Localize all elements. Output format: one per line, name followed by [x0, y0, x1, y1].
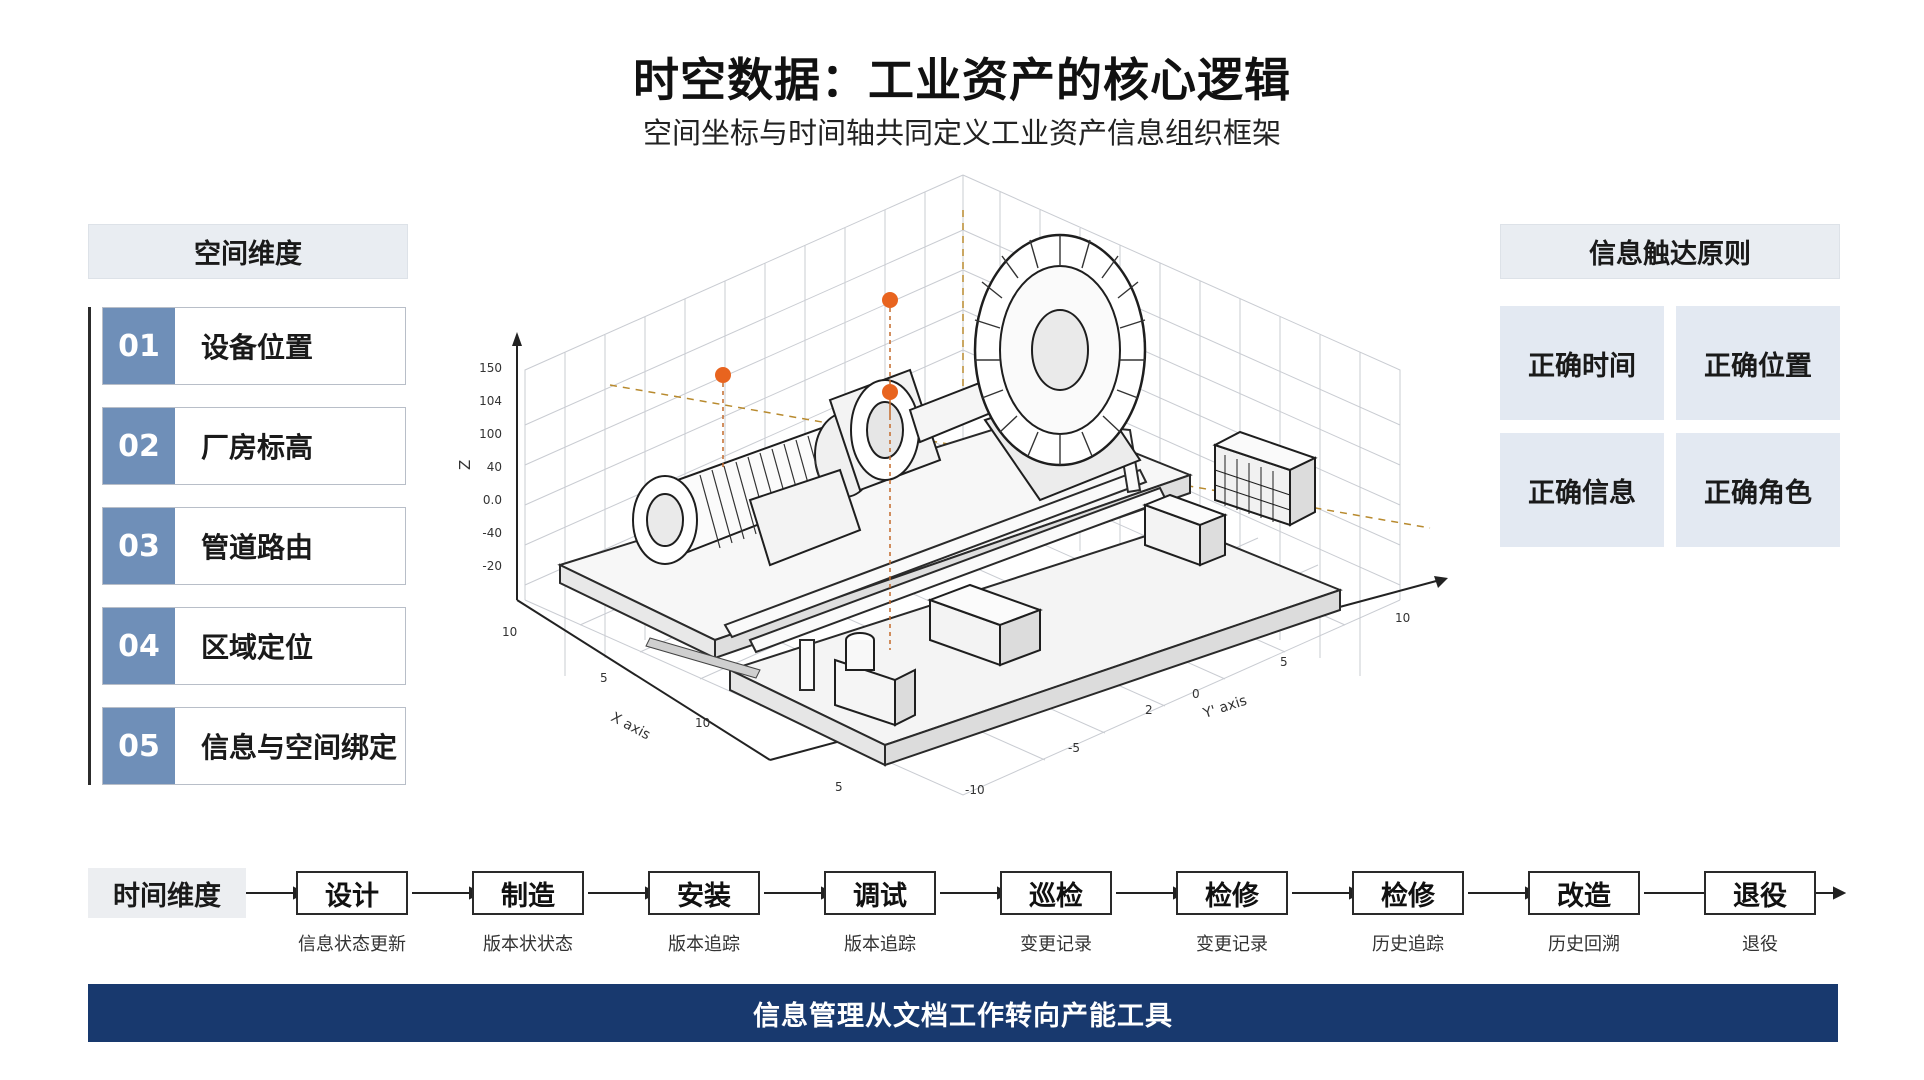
- location-marker-icon: [882, 292, 898, 308]
- equipment-box: [927, 583, 1043, 667]
- control-cabinet: [1212, 430, 1318, 527]
- space-item-plant-elevation: 02 厂房标高: [102, 407, 406, 485]
- space-item-label: 管道路由: [201, 531, 314, 564]
- page-title: 时空数据：工业资产的核心逻辑: [633, 53, 1291, 107]
- x-axis-label: X axis: [608, 709, 653, 743]
- stage-inspection-note: 变更记录: [1020, 934, 1092, 955]
- space-item-pipe-routing: 03 管道路由: [102, 507, 406, 585]
- y-axis-arrow: [1434, 576, 1448, 588]
- x-tick: 10: [695, 716, 710, 730]
- principle-right-information: 正确信息: [1500, 433, 1664, 547]
- space-item-number: 04: [103, 608, 175, 684]
- stage-retrofit: 改造: [1528, 871, 1640, 915]
- space-item-label: 设备位置: [201, 331, 314, 364]
- z-tick: 100: [479, 427, 502, 441]
- space-item-number: 01: [103, 308, 175, 384]
- space-item-info-space-binding: 05 信息与空间绑定: [102, 707, 406, 785]
- x-tick: 5: [600, 671, 608, 685]
- space-item-label: 区域定位: [201, 631, 314, 664]
- junction-box: [1142, 493, 1228, 567]
- location-marker-icon: [715, 367, 731, 383]
- stage-manufacture-note: 版本状状态: [483, 934, 573, 955]
- stage-design-note: 信息状态更新: [298, 934, 406, 955]
- info-principles-header: 信息触达原则: [1500, 224, 1840, 279]
- gearbox: [748, 368, 942, 567]
- space-item-zone-positioning: 04 区域定位: [102, 607, 406, 685]
- z-tick: 40: [487, 460, 502, 474]
- z-tick: 104: [479, 394, 502, 408]
- z-tick: -40: [482, 526, 502, 540]
- stage-design: 设计: [296, 871, 408, 915]
- space-item-equipment-location: 01 设备位置: [102, 307, 406, 385]
- space-item-label: 信息与空间绑定: [201, 731, 398, 764]
- drum-windings: [699, 435, 829, 549]
- footer-banner: 信息管理从文档工作转向产能工具: [88, 984, 1838, 1042]
- y-tick: 2: [1145, 703, 1153, 717]
- pump-hut: [834, 632, 916, 727]
- stage-install-note: 版本追踪: [668, 934, 740, 955]
- stage-manufacture: 制造: [472, 871, 584, 915]
- stage-retirement: 退役: [1704, 871, 1816, 915]
- y-tick: -10: [965, 783, 985, 797]
- y-tick: 5: [1280, 655, 1288, 669]
- principle-right-location: 正确位置: [1676, 306, 1840, 420]
- space-item-number: 02: [103, 408, 175, 484]
- isometric-equipment-diagram: Z X axis Y' axis 150 104 100 40 0.0 -40 …: [456, 174, 1448, 797]
- space-item-label: 厂房标高: [201, 431, 314, 464]
- y-tick: -5: [1068, 741, 1080, 755]
- y-tick: 10: [1395, 611, 1410, 625]
- skid-rail: [645, 637, 761, 679]
- space-item-number: 05: [103, 708, 175, 784]
- stage-retrofit-note: 历史回溯: [1548, 934, 1620, 955]
- page-subtitle: 空间坐标与时间轴共同定义工业资产信息组织框架: [642, 116, 1281, 150]
- z-tick: 0.0: [483, 493, 502, 507]
- space-item-number: 03: [103, 508, 175, 584]
- stage-maintenance-2-note: 历史追踪: [1372, 934, 1444, 955]
- x-tick: 10: [502, 625, 517, 639]
- z-axis-label: Z: [456, 460, 474, 470]
- z-axis-arrow: [512, 332, 522, 346]
- stage-retirement-note: 退役: [1742, 934, 1778, 955]
- x-tick: 5: [835, 780, 843, 794]
- space-dimension-rail: [88, 307, 91, 785]
- principle-right-role: 正确角色: [1676, 433, 1840, 547]
- stage-inspection: 巡检: [1000, 871, 1112, 915]
- turbine-wheel: [973, 233, 1147, 502]
- time-dimension-label: 时间维度: [88, 868, 246, 918]
- y-tick: 0: [1192, 687, 1200, 701]
- stage-commission: 调试: [824, 871, 936, 915]
- z-tick: -20: [482, 559, 502, 573]
- stage-install: 安装: [648, 871, 760, 915]
- stage-maintenance-note: 变更记录: [1196, 934, 1268, 955]
- z-tick: 150: [479, 361, 502, 375]
- space-dimension-header: 空间维度: [88, 224, 408, 279]
- location-marker-icon: [882, 384, 898, 400]
- y-axis-label: Y' axis: [1200, 693, 1249, 722]
- principle-right-time: 正确时间: [1500, 306, 1664, 420]
- stage-commission-note: 版本追踪: [844, 934, 916, 955]
- location-markers: [715, 292, 898, 650]
- stage-maintenance: 检修: [1176, 871, 1288, 915]
- drum-motor: [632, 412, 876, 565]
- stage-maintenance-2: 检修: [1352, 871, 1464, 915]
